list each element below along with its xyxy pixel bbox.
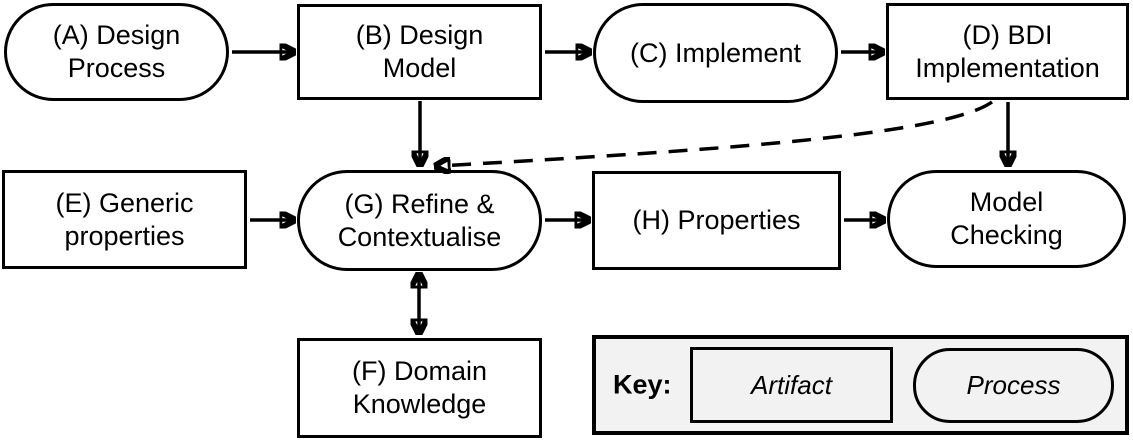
node-f-domain-knowledge: (F) Domain Knowledge bbox=[297, 338, 542, 438]
legend-box: Key: Artifact Process bbox=[592, 335, 1129, 435]
node-label: (H) Properties bbox=[632, 205, 801, 235]
node-g-refine-contextualise: (G) Refine & Contextualise bbox=[297, 170, 542, 271]
legend-process-shape: Process bbox=[913, 348, 1114, 423]
node-e-generic-properties: (E) Generic properties bbox=[2, 170, 247, 269]
node-label: Checking bbox=[950, 220, 1063, 250]
legend-artifact-label: Artifact bbox=[751, 369, 832, 400]
node-h-properties: (H) Properties bbox=[592, 171, 841, 270]
node-label: (G) Refine & bbox=[344, 188, 495, 219]
node-label: (B) Design bbox=[355, 20, 484, 50]
legend-title: Key: bbox=[613, 369, 672, 400]
node-a-design-process: (A) Design Process bbox=[4, 3, 229, 101]
node-b-design-model: (B) Design Model bbox=[297, 4, 542, 100]
legend-artifact-shape: Artifact bbox=[690, 347, 893, 423]
node-label: (A) Design bbox=[52, 20, 181, 50]
legend-process-label: Process bbox=[966, 370, 1061, 400]
node-label: Model bbox=[969, 187, 1044, 217]
node-label: (C) Implement bbox=[629, 37, 802, 68]
node-label: properties bbox=[64, 220, 185, 251]
node-label: Model bbox=[382, 53, 457, 83]
node-model-checking: Model Checking bbox=[887, 170, 1126, 268]
arrow-d-to-g-dashed bbox=[438, 100, 994, 166]
node-d-bdi-implementation: (D) BDI Implementation bbox=[886, 3, 1129, 100]
node-label: Implementation bbox=[915, 52, 1100, 83]
node-label: Knowledge bbox=[352, 389, 487, 419]
node-label: (F) Domain bbox=[351, 356, 487, 386]
node-label: Process bbox=[67, 53, 166, 83]
node-c-implement: (C) Implement bbox=[593, 3, 838, 103]
node-label: Contextualise bbox=[337, 221, 502, 252]
node-label: (D) BDI bbox=[962, 19, 1053, 50]
node-label: (E) Generic bbox=[55, 187, 194, 218]
